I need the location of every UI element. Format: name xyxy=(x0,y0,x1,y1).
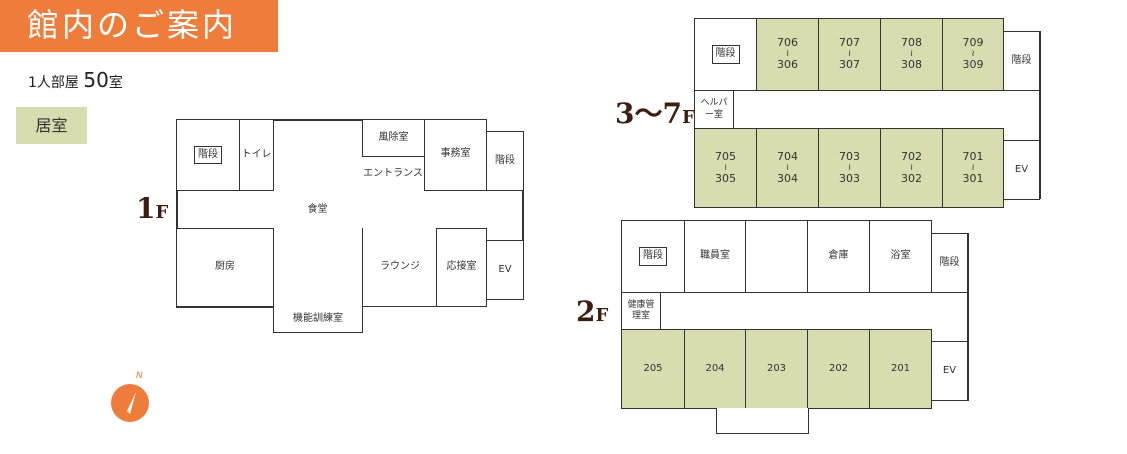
resident-room: 702≀302 xyxy=(880,128,943,208)
room-reception: 応接室 xyxy=(436,228,487,307)
floor-f: F xyxy=(595,305,609,326)
tilde: ≀ xyxy=(723,162,728,173)
room-number-upper: 706 xyxy=(777,36,798,50)
room-lounge: ラウンジ xyxy=(362,228,437,307)
room-number-lower: 302 xyxy=(901,171,922,185)
wall xyxy=(522,190,524,241)
room-number-upper: 704 xyxy=(777,149,798,163)
room-stairs-right: 階段 xyxy=(1003,31,1040,91)
capacity-prefix: 1人部屋 xyxy=(28,75,79,91)
resident-room: 205 xyxy=(621,329,685,409)
room-number-lower: 308 xyxy=(901,58,922,71)
floor-num: 3〜7 xyxy=(615,97,682,130)
tilde: ≀ xyxy=(785,162,790,173)
stairs-label: 階段 xyxy=(194,145,222,165)
tilde: ≀ xyxy=(909,49,914,59)
room-stairs-right: 階段 xyxy=(486,131,524,191)
stairs-label: 階段 xyxy=(711,45,740,64)
legend-residential-room: 居室 xyxy=(16,107,87,144)
floor-num: 2 xyxy=(576,295,596,328)
room-number-upper: 707 xyxy=(839,36,860,50)
wall xyxy=(1039,31,1041,199)
resident-room: 201 xyxy=(869,329,932,409)
wall xyxy=(176,119,486,121)
resident-room: 704≀304 xyxy=(756,128,819,208)
room-ev: EV xyxy=(1003,140,1040,200)
room-stairs: 階段 xyxy=(694,18,757,91)
resident-room: 706≀306 xyxy=(756,18,819,91)
room-stairs: 階段 xyxy=(621,220,685,293)
capacity-info: 1人部屋 50室 xyxy=(28,68,123,92)
needle-icon xyxy=(127,392,136,414)
capacity-count: 50 xyxy=(83,68,109,92)
room-number-upper: 702 xyxy=(901,149,922,163)
room-number-upper: 701 xyxy=(962,149,984,163)
room-storage: 倉庫 xyxy=(807,220,870,293)
tilde: ≀ xyxy=(847,49,852,59)
wall xyxy=(967,233,969,401)
room-staff: 職員室 xyxy=(684,220,746,293)
room-number-lower: 301 xyxy=(962,171,984,185)
compass-icon xyxy=(111,384,149,422)
room-number-lower: 304 xyxy=(777,171,798,185)
room-annex xyxy=(716,408,809,434)
room-number-lower: 309 xyxy=(962,58,984,71)
room-number-lower: 305 xyxy=(715,171,736,185)
resident-room: 709≀309 xyxy=(942,18,1004,91)
room-bath: 浴室 xyxy=(869,220,932,293)
room-unlabeled xyxy=(745,220,808,293)
floor-num: 1 xyxy=(136,192,156,225)
resident-room: 204 xyxy=(684,329,746,409)
room-helper: ヘルパー室 xyxy=(694,90,734,129)
floor-f: F xyxy=(155,202,169,223)
room-training: 機能訓練室 xyxy=(273,306,363,333)
room-ev: EV xyxy=(931,341,968,401)
room-kitchen: 厨房 xyxy=(176,228,274,307)
floor-label-1f: 1F xyxy=(136,192,168,225)
room-stairs: 階段 xyxy=(176,119,240,191)
resident-room: 705≀305 xyxy=(694,128,757,208)
tilde: ≀ xyxy=(971,162,975,173)
resident-room: 707≀307 xyxy=(818,18,881,91)
tilde: ≀ xyxy=(847,162,852,173)
room-number-lower: 307 xyxy=(839,58,860,71)
floor-f: F xyxy=(681,107,695,128)
stairs-label: 階段 xyxy=(639,247,667,266)
tilde: ≀ xyxy=(971,49,975,59)
resident-room: 203 xyxy=(745,329,808,409)
room-health: 健康管理室 xyxy=(621,292,661,330)
room-number-lower: 306 xyxy=(777,58,798,71)
room-number-upper: 708 xyxy=(901,36,922,50)
floor-label-3-7f: 3〜7F xyxy=(615,92,695,132)
room-entrance: エントランス xyxy=(362,156,425,191)
room-number-lower: 303 xyxy=(839,171,860,185)
room-number-upper: 709 xyxy=(962,36,984,50)
resident-room: 202 xyxy=(807,329,870,409)
room-ev: EV xyxy=(486,240,524,300)
capacity-suffix: 室 xyxy=(108,75,123,91)
room-number-upper: 705 xyxy=(715,149,736,163)
tilde: ≀ xyxy=(785,49,790,59)
room-windbreak: 風除室 xyxy=(362,119,425,157)
resident-room: 701≀301 xyxy=(942,128,1004,208)
resident-room: 703≀303 xyxy=(818,128,881,208)
room-number-upper: 703 xyxy=(839,149,860,163)
resident-room: 708≀308 xyxy=(880,18,943,91)
page-title: 館内のご案内 xyxy=(0,0,278,52)
room-toilet: トイレ xyxy=(239,119,274,191)
wall xyxy=(176,119,178,307)
room-office: 事務室 xyxy=(424,119,487,191)
room-dining: 食堂 xyxy=(307,203,328,215)
compass-north-label: N xyxy=(136,371,143,381)
room-stairs-right: 階段 xyxy=(931,233,968,293)
tilde: ≀ xyxy=(909,162,914,173)
floor-label-2f: 2F xyxy=(576,295,608,328)
